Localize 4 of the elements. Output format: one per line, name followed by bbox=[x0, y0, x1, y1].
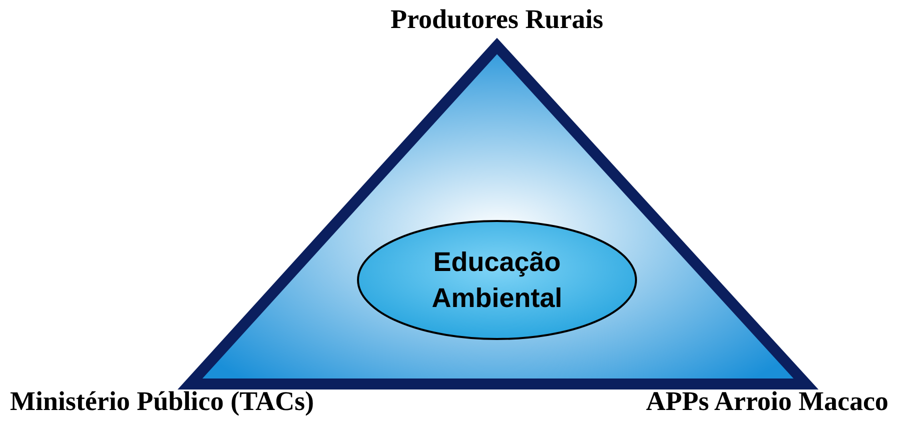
node-label: Educação Ambiental bbox=[430, 246, 564, 315]
corner-label: Ministério Público (TACs) bbox=[10, 386, 314, 417]
corner-label: APPs Arroio Macaco bbox=[646, 386, 888, 417]
corner-label: Produtores Rurais bbox=[390, 4, 604, 35]
